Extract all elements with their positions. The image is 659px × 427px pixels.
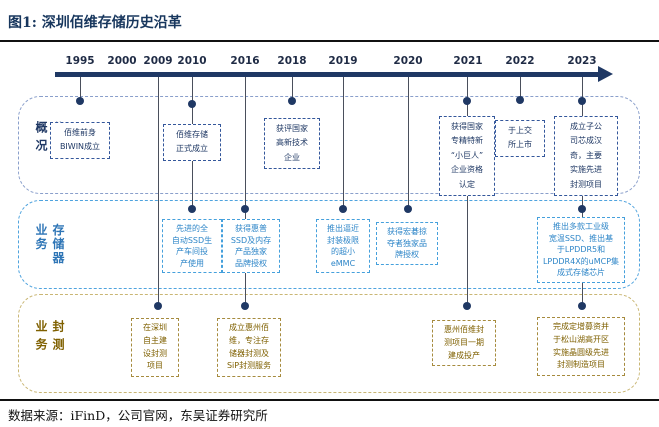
source-divider [0,399,659,401]
event-box-company-2021: 获得国家 专精特新 “小巨人” 企业资格 认定 [439,116,495,196]
event-box-company-2018: 获评国家 高新技术 企业 [264,118,320,170]
event-box-packaging-2021: 惠州佰维封 测项目一期 建成投产 [432,320,496,367]
year-label: 2023 [567,55,597,67]
year-label: 1995 [65,55,95,67]
event-box-company-1995: 佰维前身 BIWIN成立 [50,122,110,159]
event-box-company-2010: 佰维存储 正式成立 [163,124,221,161]
timeline-stem [408,77,409,209]
year-label: 2021 [453,55,483,67]
timeline-stem [80,77,81,101]
event-box-memory-2020: 获得宏碁掠 夺者独家品 牌授权 [376,222,438,265]
timeline-stem [292,77,293,101]
lane-company: 公司概况 [18,96,640,194]
event-dot [463,97,471,105]
year-label: 2016 [230,55,260,67]
event-dot [404,205,412,213]
year-label: 2019 [328,55,358,67]
title-divider [0,40,659,42]
year-label: 2010 [177,55,207,67]
lane-label-memory: 存储器业务 [34,222,65,265]
event-dot [76,97,84,105]
event-dot [463,302,471,310]
event-dot [241,205,249,213]
event-dot [578,302,586,310]
event-dot [516,96,524,104]
figure-title: 图1: 深圳佰维存储历史沿革 [8,15,182,31]
event-box-company-2022: 于上交 所上市 [495,120,545,157]
year-label: 2018 [277,55,307,67]
event-box-packaging-2009: 在深圳 自主建 设封测 项目 [131,318,179,378]
event-box-memory-2016: 获得惠普 SSD及内存 产品独家 品牌授权 [222,219,280,274]
timeline-stem [158,77,159,306]
timeline-stem [520,77,521,101]
lane-memory: 存储器业务 [18,200,640,289]
event-dot [154,302,162,310]
event-dot [578,97,586,105]
event-dot [188,205,196,213]
event-dot [339,205,347,213]
event-dot [288,97,296,105]
event-box-packaging-2023: 完成定增募资并 于松山湖高开区 实施晶圆级先进 封测制造项目 [537,317,625,377]
year-label: 2009 [143,55,173,67]
lane-label-packaging: 封测业务 [34,319,65,356]
event-dot [188,100,196,108]
event-box-packaging-2016: 成立惠州佰 维，专注存 储器封测及 SiP封测服务 [217,318,281,378]
year-label: 2000 [107,55,137,67]
lane-packaging: 封测业务 [18,294,640,393]
event-box-memory-2019: 推出逼近 封装极限 的超小 eMMC [316,219,370,274]
event-box-company-2023: 成立子公 司芯成汉 奇，主要 实施先进 封测项目 [554,116,618,196]
event-dot [578,205,586,213]
event-box-memory-2023: 推出多款工业级 宽温SSD、推出基 于LPDDR5和 LPDDR4X的uMCP集… [537,217,625,283]
data-source: 数据来源：iFinD，公司官网，东吴证券研究所 [8,408,268,423]
year-label: 2020 [393,55,423,67]
arrow-head-icon [598,66,613,82]
timeline-stem [245,77,246,306]
year-label: 2022 [505,55,535,67]
event-dot [241,302,249,310]
timeline-bar [55,72,600,77]
event-box-memory-2010: 先进的全 自动SSD生 产车间投 产使用 [162,219,222,274]
timeline-stem [343,77,344,209]
